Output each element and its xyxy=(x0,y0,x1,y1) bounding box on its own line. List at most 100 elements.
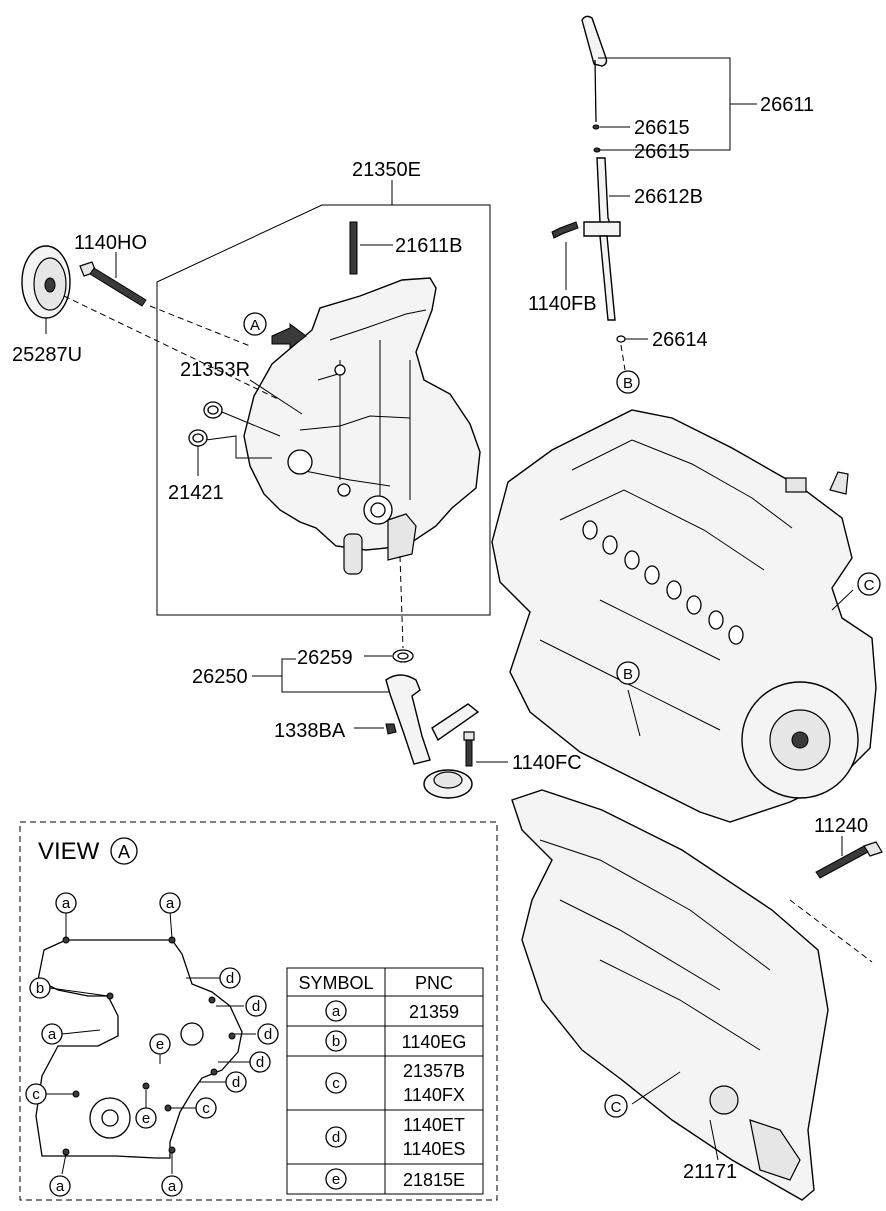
marker-e-1: e xyxy=(149,1033,171,1055)
guide-tube-bracket xyxy=(583,221,621,237)
strainer-bracket xyxy=(431,703,480,742)
table-row-a: a 21359 xyxy=(325,1000,459,1022)
o-ring-upper xyxy=(592,124,600,130)
dipstick-handle xyxy=(581,15,608,67)
svg-text:21815E: 21815E xyxy=(403,1170,465,1190)
engine-block xyxy=(491,409,877,823)
stud-21611b xyxy=(349,221,358,275)
guide-tube-upper xyxy=(596,157,613,233)
oil-pan-corner xyxy=(749,1119,801,1181)
svg-text:a: a xyxy=(62,895,71,912)
oil-pan-ribs xyxy=(539,839,771,1051)
label-21353r: 21353R xyxy=(180,359,250,381)
label-26615-b: 26615 xyxy=(634,141,690,163)
marker-b: b xyxy=(29,977,51,999)
o-ring-bottom xyxy=(616,335,626,343)
svg-text:c: c xyxy=(332,1075,340,1092)
svg-text:c: c xyxy=(32,1086,40,1103)
marker-a-5: a xyxy=(161,1175,183,1197)
label-26611: 26611 xyxy=(760,94,814,116)
dipstick-assembly xyxy=(551,15,757,371)
svg-text:1140ES: 1140ES xyxy=(403,1139,466,1159)
label-26250: 26250 xyxy=(192,666,248,688)
guide-tube-lower xyxy=(599,235,616,321)
bolt-1140fc-head xyxy=(463,731,475,741)
bolt-11240 xyxy=(815,845,869,879)
svg-text:1140EG: 1140EG xyxy=(402,1032,467,1052)
cover-hole-1 xyxy=(287,449,313,475)
marker-e-2: e xyxy=(135,1107,157,1129)
svg-text:a: a xyxy=(332,1003,341,1020)
oil-pan xyxy=(511,789,883,1201)
engine-ribs xyxy=(539,439,793,731)
oil-strainer-group xyxy=(252,555,508,799)
lifting-hook xyxy=(829,471,849,495)
front-cover-kit xyxy=(156,180,491,616)
label-26615-a: 26615 xyxy=(634,117,690,139)
svg-text:1140FX: 1140FX xyxy=(403,1085,465,1105)
svg-text:d: d xyxy=(332,1129,340,1146)
svg-text:d: d xyxy=(226,970,234,987)
dipstick-rod xyxy=(594,59,597,123)
svg-text:A: A xyxy=(118,842,130,862)
view-seal-hole xyxy=(180,1022,204,1046)
marker-d-2: d xyxy=(245,995,267,1017)
marker-a-4: a xyxy=(49,1175,71,1197)
view-a-border xyxy=(19,821,498,1201)
svg-text:a: a xyxy=(168,1178,177,1195)
label-21611b: 21611B xyxy=(395,235,462,257)
bolt-11240-head xyxy=(863,841,883,857)
sensor-boss xyxy=(785,477,807,493)
table-header-symbol: SYMBOL xyxy=(298,973,373,993)
table-row-d: d 1140ET 1140ES xyxy=(325,1115,466,1159)
label-1338ba: 1338BA xyxy=(274,720,346,742)
table-row-e: e 21815E xyxy=(325,1168,465,1190)
svg-text:B: B xyxy=(623,666,633,683)
marker-d-3: d xyxy=(257,1023,279,1045)
callout-b-upper: B xyxy=(616,370,640,394)
svg-text:d: d xyxy=(252,998,260,1015)
kit-border xyxy=(156,204,491,616)
intake-ports xyxy=(582,520,744,645)
pressure-relief xyxy=(343,533,363,575)
svg-text:e: e xyxy=(142,1110,150,1127)
view-title-marker: A xyxy=(110,837,138,865)
view-a-panel: VIEW A xyxy=(19,821,498,1201)
svg-text:e: e xyxy=(332,1171,340,1188)
strainer-pipe xyxy=(385,674,431,765)
pump-outlet xyxy=(387,513,417,561)
table-row-b: b 1140EG xyxy=(325,1030,467,1052)
label-25287u: 25287U xyxy=(12,344,82,366)
view-title: VIEW xyxy=(38,838,100,865)
svg-text:d: d xyxy=(264,1026,272,1043)
callout-c-oilpan: C xyxy=(604,1094,628,1118)
svg-text:b: b xyxy=(36,980,44,997)
label-1140ho: 1140HO xyxy=(74,232,147,254)
label-1140fb: 1140FB xyxy=(528,293,597,315)
bolt-1140ho-shank xyxy=(89,267,147,307)
svg-text:a: a xyxy=(56,1178,65,1195)
table-header-pnc: PNC xyxy=(415,973,453,993)
marker-c-1: c xyxy=(25,1083,47,1105)
marker-d-5: d xyxy=(225,1071,247,1093)
bolt-1140fb xyxy=(551,221,579,239)
leader-21421 xyxy=(205,435,272,459)
svg-text:a: a xyxy=(166,895,175,912)
symbol-table: SYMBOL PNC a 21359 b 1140EG c 21357B 114… xyxy=(286,967,484,1195)
label-1140fc: 1140FC xyxy=(512,752,582,774)
nut-1338ba xyxy=(385,723,397,735)
svg-text:e: e xyxy=(156,1036,164,1053)
label-26259: 26259 xyxy=(297,647,353,669)
marker-c-2: c xyxy=(195,1097,217,1119)
svg-text:C: C xyxy=(864,577,875,594)
svg-text:b: b xyxy=(332,1033,340,1050)
callout-c-engine: C xyxy=(857,572,881,596)
label-26612b: 26612B xyxy=(634,186,703,208)
label-21350e: 21350E xyxy=(352,159,421,181)
table-row-c: c 21357B 1140FX xyxy=(325,1061,465,1105)
view-arrow xyxy=(271,323,307,349)
svg-text:C: C xyxy=(611,1099,622,1116)
svg-text:d: d xyxy=(256,1054,264,1071)
svg-text:d: d xyxy=(232,1074,240,1091)
